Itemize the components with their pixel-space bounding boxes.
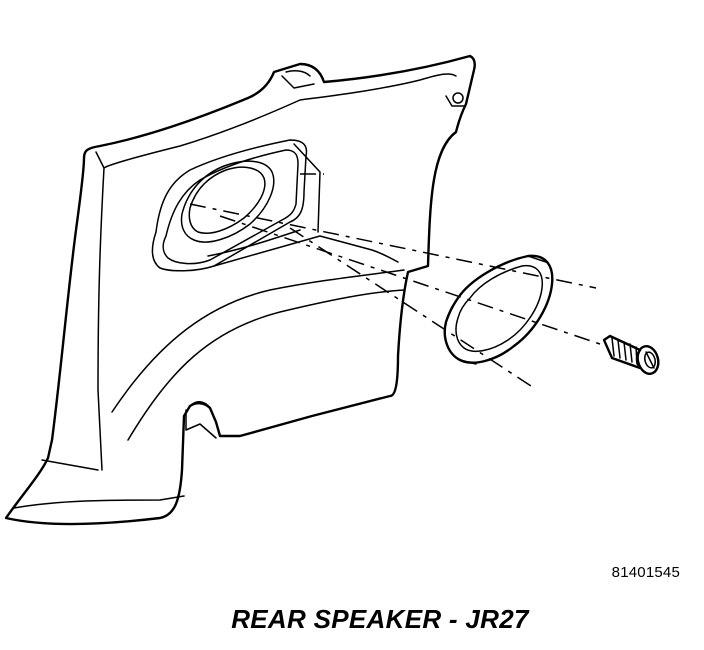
part-number-label: 81401545 <box>611 564 680 581</box>
mounting-screw-icon <box>602 334 660 375</box>
alignment-lines <box>189 173 601 389</box>
quarter-trim-panel-icon <box>4 54 476 526</box>
speaker-grille-cover-icon <box>443 254 554 365</box>
diagram-caption: REAR SPEAKER - JR27 <box>231 604 529 634</box>
